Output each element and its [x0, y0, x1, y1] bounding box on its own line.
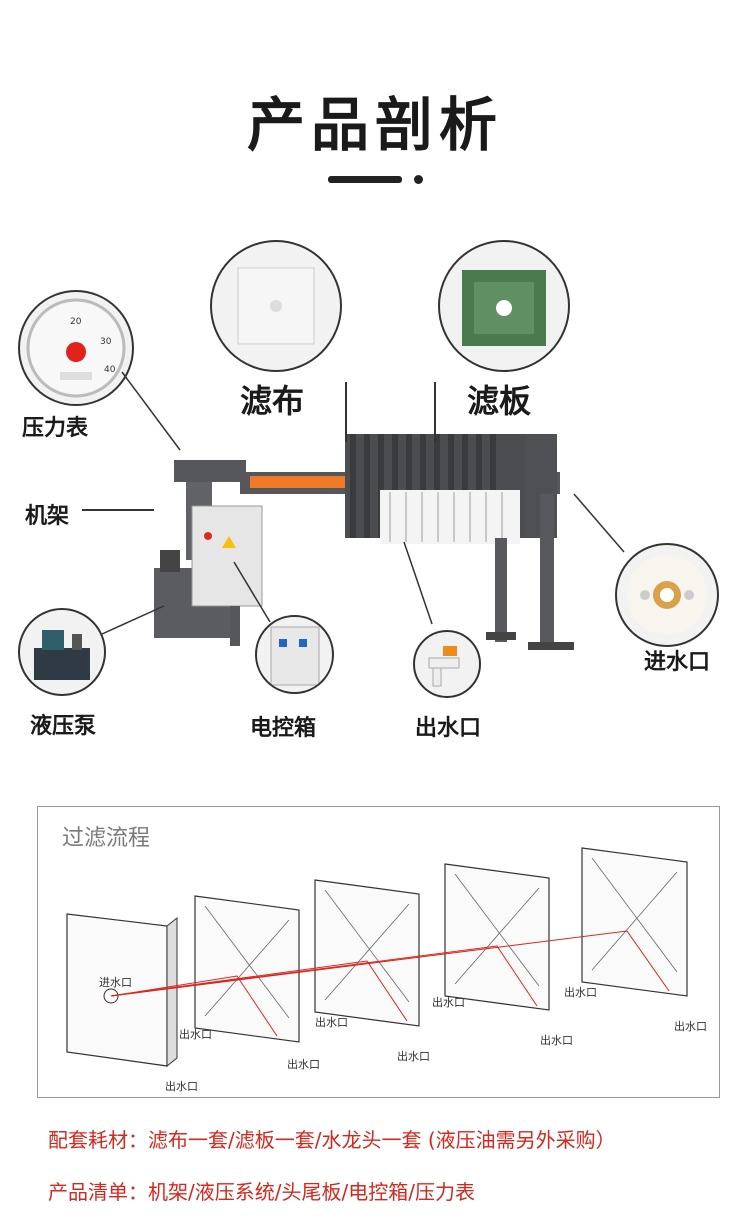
- title-dot: [414, 175, 423, 184]
- pressure-gauge-label: 压力表: [22, 416, 89, 441]
- water-inlet-leader-line: [573, 493, 625, 553]
- title-underline: [328, 176, 402, 183]
- flow-outlet-label-9: 出水口: [674, 1019, 707, 1033]
- flow-outlet-label-1: 出水口: [165, 1079, 198, 1093]
- water-outlet-leader-line: [403, 541, 433, 625]
- filter-plate-callout: [438, 240, 570, 372]
- flow-outlet-label-4: 出水口: [315, 1015, 348, 1029]
- filtration-flow-diagram: 进水口 出水口 出水口 出水口 出水口 出水口 出水口 出水口 出水口 出水口: [66, 847, 707, 1093]
- flow-outlet-label-8: 出水口: [564, 985, 597, 999]
- gauge-tick-30: 30: [100, 337, 112, 347]
- consumables-key: 配套耗材：: [48, 1128, 148, 1152]
- hydraulic-pump-callout: [18, 608, 106, 696]
- consumables-value: 滤布一套/滤板一套/水龙头一套 (液压油需另外采购）: [148, 1128, 616, 1152]
- page-title: 产品剖析: [246, 91, 503, 159]
- consumables-note: 配套耗材：滤布一套/滤板一套/水龙头一套 (液压油需另外采购）: [48, 1124, 616, 1153]
- pressure-gauge-icon: 20 30 40: [26, 298, 126, 398]
- filter-cloth-label: 滤布: [240, 382, 305, 420]
- water-outlet-callout: [413, 630, 481, 698]
- flow-inlet-label: 进水口: [99, 976, 132, 989]
- filter-plate-leader-line: [434, 382, 436, 442]
- filter-cloth-icon: [237, 267, 315, 345]
- product-list-key: 产品清单：: [48, 1180, 148, 1204]
- filter-plate-label: 滤板: [467, 382, 532, 420]
- gauge-tick-20: 20: [70, 317, 82, 327]
- frame-leader-line: [82, 509, 154, 511]
- control-box-leader-line: [233, 561, 271, 623]
- flow-outlet-label-3: 出水口: [287, 1057, 320, 1071]
- flow-outlet-label-7: 出水口: [540, 1033, 573, 1047]
- product-list-value: 机架/液压系统/头尾板/电控箱/压力表: [148, 1180, 475, 1204]
- water-inlet-flange-icon: [627, 555, 707, 635]
- water-outlet-label: 出水口: [415, 716, 482, 741]
- flow-outlet-label-2: 出水口: [179, 1027, 212, 1041]
- filtration-flow-panel: [37, 806, 720, 1098]
- water-inlet-callout: [615, 543, 719, 647]
- filter-cloth-leader-line: [345, 382, 347, 442]
- gauge-tick-40: 40: [104, 365, 116, 375]
- flow-outlet-label-5: 出水口: [397, 1049, 430, 1063]
- control-box-label: 电控箱: [250, 716, 317, 741]
- flow-outlet-label-6: 出水口: [432, 995, 465, 1009]
- hydraulic-pump-leader-line: [101, 605, 165, 635]
- filter-press-machine-illustration: [154, 434, 574, 650]
- filter-plate-icon: [462, 270, 546, 346]
- control-box-callout: [255, 615, 334, 694]
- pressure-gauge-callout: 20 30 40: [18, 290, 134, 406]
- filtration-flow-title: 过滤流程: [62, 826, 151, 851]
- product-list-note: 产品清单：机架/液压系统/头尾板/电控箱/压力表: [48, 1176, 475, 1205]
- control-box-icon: [270, 626, 320, 686]
- hydraulic-pump-icon: [34, 630, 90, 680]
- water-inlet-label: 进水口: [644, 650, 711, 675]
- faucet-icon: [428, 646, 460, 687]
- hydraulic-pump-label: 液压泵: [30, 714, 97, 739]
- pressure-gauge-leader-line: [121, 371, 181, 451]
- frame-label: 机架: [25, 504, 70, 529]
- filter-cloth-callout: [210, 240, 342, 372]
